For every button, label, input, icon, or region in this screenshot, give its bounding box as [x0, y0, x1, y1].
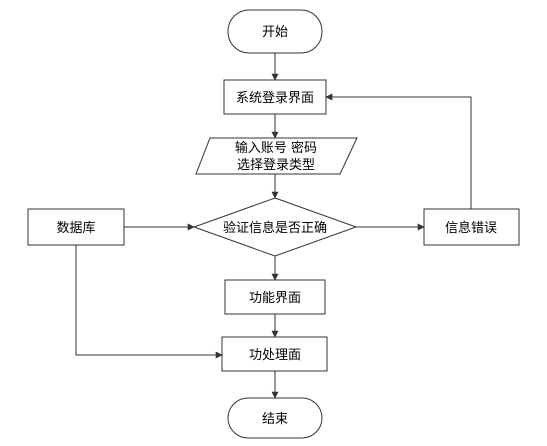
arrow-error-to-login: [325, 93, 472, 209]
info-error-box: 信息错误: [423, 208, 520, 246]
function-screen-box: 功能界面: [224, 279, 326, 315]
input-parallelogram: 输入账号 密码 选择登录类型: [195, 137, 358, 175]
start-label: 开始: [262, 25, 288, 40]
function-screen-label: 功能界面: [249, 291, 301, 306]
info-error-label: 信息错误: [445, 220, 497, 236]
verify-label: 验证信息是否正确: [223, 220, 327, 236]
verify-decision: 验证信息是否正确: [192, 197, 358, 257]
login-screen-label: 系统登录界面: [236, 91, 314, 106]
database-box: 数据库: [27, 208, 125, 246]
start-terminal: 开始: [227, 9, 323, 54]
arrow-database-to-process: [75, 245, 223, 359]
input-label-line2: 选择登录类型: [237, 158, 315, 173]
process-label: 功处理面: [249, 348, 301, 363]
process-box: 功处理面: [221, 336, 328, 372]
end-terminal: 结束: [227, 397, 323, 439]
database-label: 数据库: [56, 220, 95, 236]
login-screen-box: 系统登录界面: [223, 79, 327, 115]
input-label-line1: 输入账号 密码: [235, 140, 317, 156]
connectors: [75, 53, 472, 399]
end-label: 结束: [262, 412, 288, 427]
